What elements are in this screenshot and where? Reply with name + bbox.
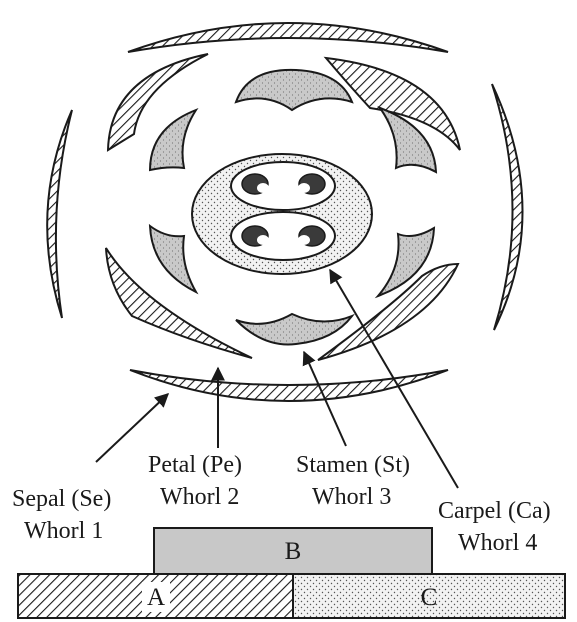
petal-upper-left — [108, 54, 208, 150]
carpel-whorl — [192, 154, 372, 274]
label-carpel-name: Carpel (Ca) — [438, 498, 551, 524]
sepal-bottom — [130, 370, 448, 401]
petal-lower-right — [318, 264, 458, 360]
sepal-top — [128, 23, 448, 52]
stamen-top — [236, 70, 352, 110]
c-label: C — [421, 584, 438, 611]
stamen-lower-left — [150, 226, 196, 292]
ovule-highlight — [298, 183, 310, 193]
b-label: B — [285, 538, 302, 565]
label-petal-whorl: Whorl 2 — [160, 484, 239, 510]
label-petal-name: Petal (Pe) — [148, 452, 242, 478]
a-label: A — [147, 584, 165, 611]
ovule-highlight — [257, 235, 269, 245]
label-stamen-whorl: Whorl 3 — [312, 484, 391, 510]
ovule-highlight — [298, 235, 310, 245]
stamen-upper-left — [150, 110, 196, 170]
sepal-right — [492, 84, 523, 330]
ovule-highlight — [257, 183, 269, 193]
label-sepal-name: Sepal (Se) — [12, 486, 111, 512]
label-carpel-whorl: Whorl 4 — [458, 530, 537, 556]
label-stamen-name: Stamen (St) — [296, 452, 410, 478]
label-sepal-whorl: Whorl 1 — [24, 518, 103, 544]
stamen-bottom — [236, 314, 352, 345]
sepal-left — [47, 110, 72, 318]
